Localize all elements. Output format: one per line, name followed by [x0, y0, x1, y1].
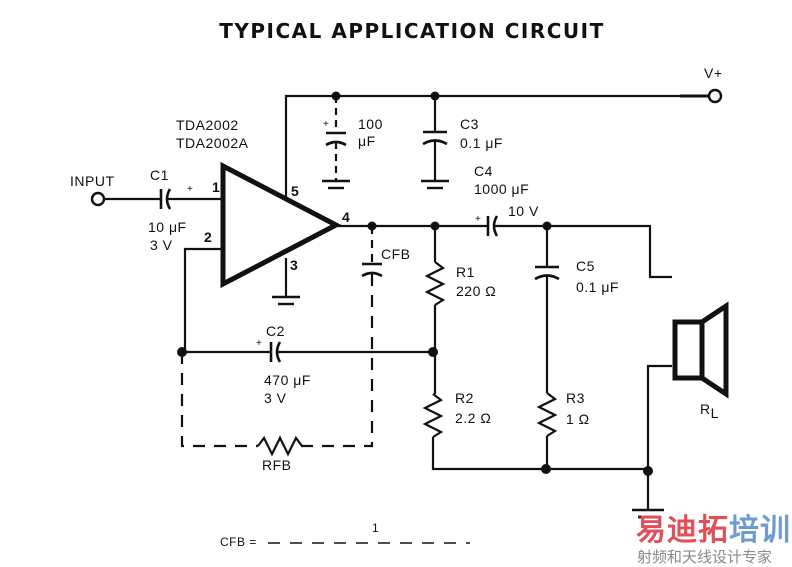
- c5-name: C5: [576, 258, 595, 274]
- capacitor-cfb: [361, 262, 383, 278]
- c1-polarity: +: [187, 184, 193, 195]
- resistor-r2: [422, 393, 444, 438]
- c3-value: 0.1 μF: [460, 135, 503, 151]
- c1-voltage: 3 V: [150, 237, 173, 253]
- pin-3-label: 3: [290, 257, 298, 273]
- watermark-char: 培: [729, 513, 759, 548]
- ground-icon: [421, 179, 449, 190]
- c2-voltage: 3 V: [264, 390, 287, 406]
- vplus-terminal[interactable]: [707, 88, 723, 104]
- r1-name: R1: [456, 264, 475, 280]
- ground-icon: [322, 179, 350, 190]
- c-supply-value-1: 100: [358, 116, 383, 132]
- c2-polarity: +: [256, 338, 262, 349]
- input-label: INPUT: [70, 173, 115, 189]
- ic-part-label-2: TDA2002A: [176, 135, 249, 151]
- ground-icon: [632, 508, 664, 519]
- pin-5-label: 5: [291, 183, 299, 199]
- c4-polarity: +: [475, 214, 481, 225]
- diagram-title: TYPICAL APPLICATION CIRCUIT: [219, 19, 604, 43]
- supply-label: V+: [704, 65, 723, 81]
- r2-name: R2: [455, 390, 474, 406]
- junction-dot: [643, 466, 653, 476]
- c2-name: C2: [266, 323, 285, 339]
- watermark-char: 训: [760, 513, 790, 548]
- watermark: 易 迪 拓 培 训 射频和天线设计专家: [636, 513, 790, 566]
- load-name: RL: [700, 401, 719, 421]
- resistor-rfb: [257, 435, 303, 457]
- c-supply-polarity: +: [323, 119, 329, 130]
- c3-name: C3: [460, 116, 479, 132]
- input-terminal[interactable]: [90, 191, 106, 207]
- cfb-name: CFB: [381, 246, 411, 262]
- r1-value: 220 Ω: [456, 283, 496, 299]
- c2-value: 470 μF: [264, 372, 311, 388]
- watermark-char: 迪: [667, 513, 697, 548]
- c1-name: C1: [150, 167, 169, 183]
- formula-numerator: 1: [372, 521, 379, 535]
- c1-value: 10 μF: [148, 219, 187, 235]
- formula-lhs: CFB =: [220, 535, 257, 549]
- resistor-r3: [536, 392, 558, 437]
- pin-2-label: 2: [204, 229, 212, 245]
- c-supply-value-2: μF: [358, 133, 376, 149]
- rfb-name: RFB: [262, 457, 292, 473]
- c5-value: 0.1 μF: [576, 279, 619, 295]
- c4-value: 1000 μF: [474, 181, 529, 197]
- r3-value: 1 Ω: [566, 411, 590, 427]
- junction-dot: [541, 464, 551, 474]
- r2-value: 2.2 Ω: [455, 410, 491, 426]
- pin-1-label: 1: [212, 179, 220, 195]
- resistor-r1: [424, 261, 446, 306]
- watermark-char: 拓: [698, 513, 728, 548]
- amplifier-symbol: [220, 161, 342, 289]
- c4-name: C4: [474, 163, 493, 179]
- ground-icon: [272, 295, 300, 306]
- r3-name: R3: [566, 390, 585, 406]
- speaker-icon: [672, 301, 729, 399]
- watermark-subtitle: 射频和天线设计专家: [637, 548, 772, 566]
- ic-part-label-1: TDA2002: [176, 117, 239, 133]
- pin-4-label: 4: [342, 209, 350, 225]
- watermark-char: 易: [636, 513, 666, 548]
- c4-voltage: 10 V: [508, 203, 539, 219]
